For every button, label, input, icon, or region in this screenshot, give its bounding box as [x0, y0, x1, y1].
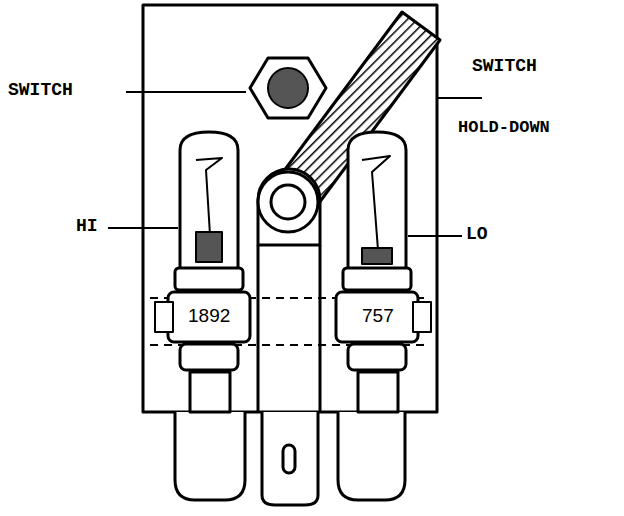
leader-line [126, 91, 246, 93]
centre-strip [258, 245, 320, 412]
bulb-number: 1892 [186, 306, 232, 327]
terminal-tab [262, 412, 318, 505]
part-label: LO [466, 224, 488, 245]
part-label: SWITCH [8, 80, 73, 101]
terminal-slot [283, 445, 295, 473]
terminal-tab [338, 412, 405, 500]
part-label: SWITCH [472, 56, 537, 77]
switch-hex-nut [250, 58, 326, 118]
part-label: HOLD-DOWN [458, 118, 550, 138]
terminal-tab [175, 412, 245, 500]
leader-line [438, 97, 482, 99]
bulb-number: 757 [360, 306, 396, 327]
hi-bulb [180, 132, 238, 272]
leader-line [108, 227, 178, 229]
part-label: HI [76, 216, 98, 237]
leader-line [408, 235, 462, 237]
lo-bulb [348, 132, 406, 272]
